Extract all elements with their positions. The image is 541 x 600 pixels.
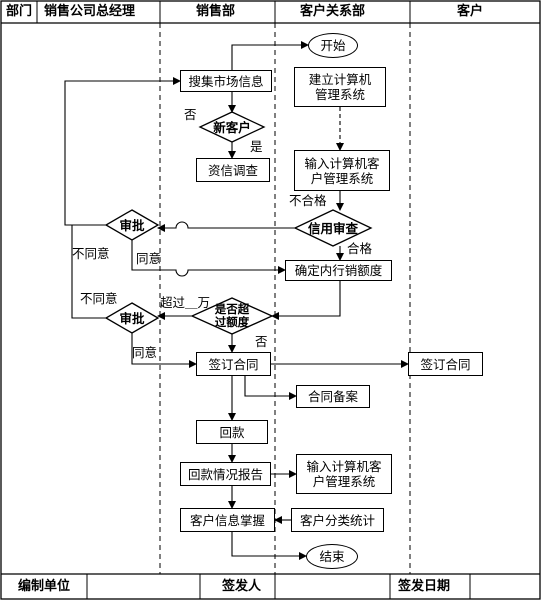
approve-diamond-1: 审批 <box>119 218 145 233</box>
label-yes-new: 是 <box>250 139 263 154</box>
label-disagree-1: 不同意 <box>72 246 110 261</box>
header-sales: 销售部 <box>196 4 236 19</box>
build-system-node: 建立计算机 管理系统 <box>294 67 386 107</box>
collect-info-node: 搜集市场信息 <box>180 70 272 92</box>
label-exceed-amount: 超过＿万 <box>160 295 211 310</box>
label-pass: 合格 <box>347 241 373 256</box>
classify-stats-node: 客户分类统计 <box>291 508 384 532</box>
header-gm: 销售公司总经理 <box>44 4 136 19</box>
label-disagree-2: 不同意 <box>80 291 118 306</box>
customer-sign-contract-node: 签订合同 <box>408 352 483 376</box>
input-system-node-2: 输入计算机客 户管理系统 <box>296 454 392 494</box>
start-node: 开始 <box>308 33 358 58</box>
input-system-node: 输入计算机客 户管理系统 <box>294 150 390 191</box>
footer-date: 签发日期 <box>398 579 451 594</box>
set-limit-node: 确定内行销额度 <box>285 260 392 281</box>
label-agree-1: 同意 <box>136 251 162 266</box>
header-customer: 客户 <box>457 4 484 19</box>
customer-info-node: 客户信息掌握 <box>180 508 275 532</box>
label-no-exceed: 否 <box>255 334 268 349</box>
exceed-limit-diamond: 是否超 过额度 <box>214 302 250 329</box>
footer-signer: 签发人 <box>222 579 262 594</box>
header-crm: 客户关系部 <box>300 4 366 19</box>
payment-report-node: 回款情况报告 <box>180 462 271 486</box>
payment-node: 回款 <box>196 420 268 444</box>
credit-check-node: 资信调查 <box>196 158 270 182</box>
contract-filing-node: 合同备案 <box>296 385 370 408</box>
sign-contract-node: 签订合同 <box>196 352 271 376</box>
header-dept: 部门 <box>6 4 33 19</box>
label-no-new: 否 <box>184 107 197 122</box>
approve-diamond-2: 审批 <box>119 311 145 326</box>
credit-review-diamond: 信用审查 <box>307 221 358 236</box>
end-node: 结束 <box>306 544 358 569</box>
new-customer-diamond: 新客户 <box>213 120 251 135</box>
footer-unit: 编制单位 <box>18 579 71 594</box>
label-agree-2: 同意 <box>132 345 158 360</box>
label-fail: 不合格 <box>289 193 327 208</box>
